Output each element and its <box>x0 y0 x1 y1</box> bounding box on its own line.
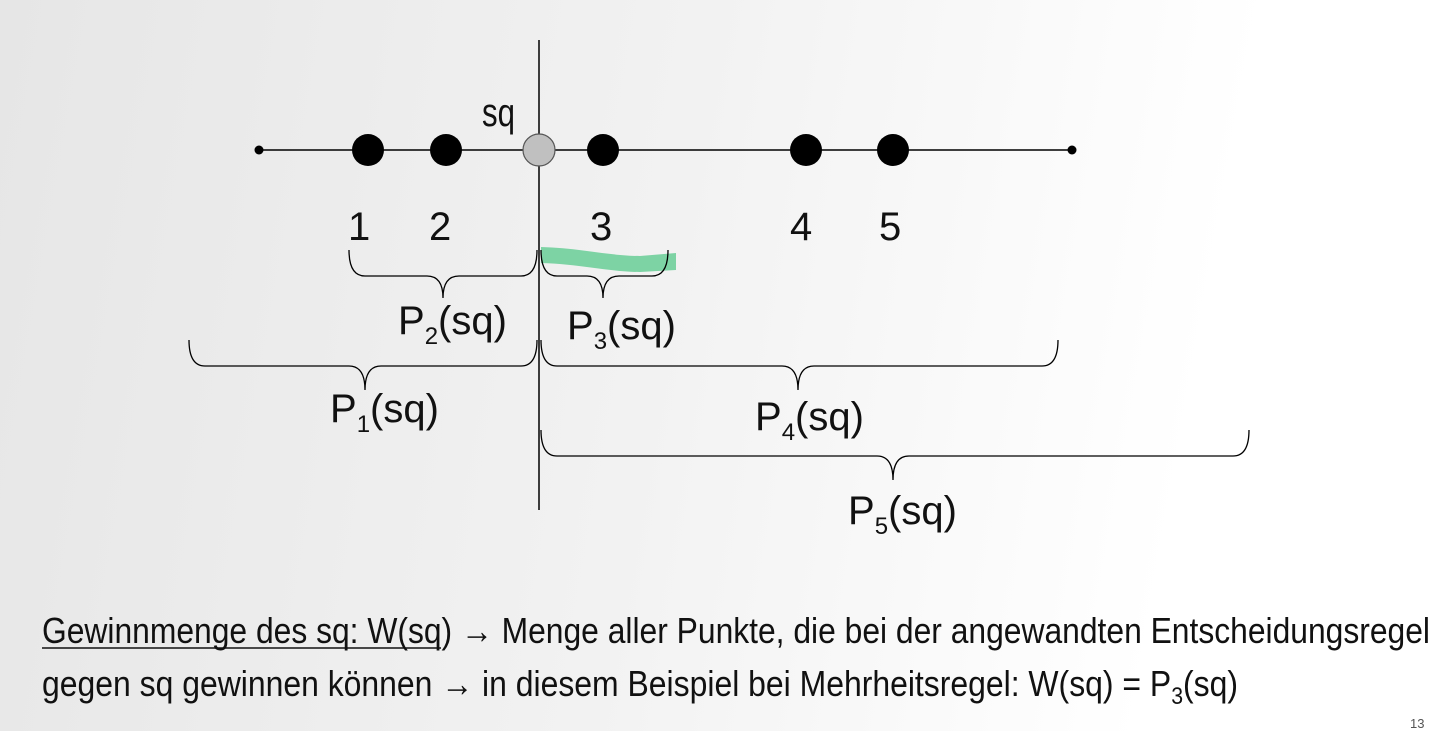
footer-line-2: gegen sq gewinnen können → in diesem Bei… <box>42 663 1238 710</box>
voter-point-2 <box>430 134 462 166</box>
brace-p3 <box>540 249 669 299</box>
status-quo-label: sq <box>482 91 515 135</box>
winset-term: Gewinnmenge des sq: W(sq) <box>42 610 452 651</box>
brace-p2 <box>348 249 538 299</box>
brace-p5 <box>540 429 1250 481</box>
point-label-4: 4 <box>790 205 812 249</box>
highlight-stroke <box>541 247 676 272</box>
voter-point-4 <box>790 134 822 166</box>
point-label-5: 5 <box>879 205 901 249</box>
point-label-3: 3 <box>590 205 612 249</box>
axis-right-end <box>1067 145 1077 155</box>
set-label-p2: P2(sq) <box>398 299 507 350</box>
brace-p1 <box>188 339 538 391</box>
set-label-p1: P1(sq) <box>330 387 439 438</box>
voter-point-5 <box>877 134 909 166</box>
page-number: 13 <box>1410 716 1424 731</box>
brace-p4 <box>540 339 1059 391</box>
voter-point-3 <box>587 134 619 166</box>
axis-left-end <box>254 145 264 155</box>
status-quo-point <box>522 133 556 167</box>
point-label-1: 1 <box>348 205 370 249</box>
arrow-icon: → <box>441 663 473 704</box>
voter-point-1 <box>352 134 384 166</box>
point-label-2: 2 <box>429 205 451 249</box>
arrow-icon: → <box>461 610 493 651</box>
set-label-p3: P3(sq) <box>567 304 676 355</box>
set-label-p4: P4(sq) <box>755 395 864 446</box>
set-label-p5: P5(sq) <box>848 489 957 540</box>
footer-line-1: Gewinnmenge des sq: W(sq) → Menge aller … <box>42 610 1430 651</box>
